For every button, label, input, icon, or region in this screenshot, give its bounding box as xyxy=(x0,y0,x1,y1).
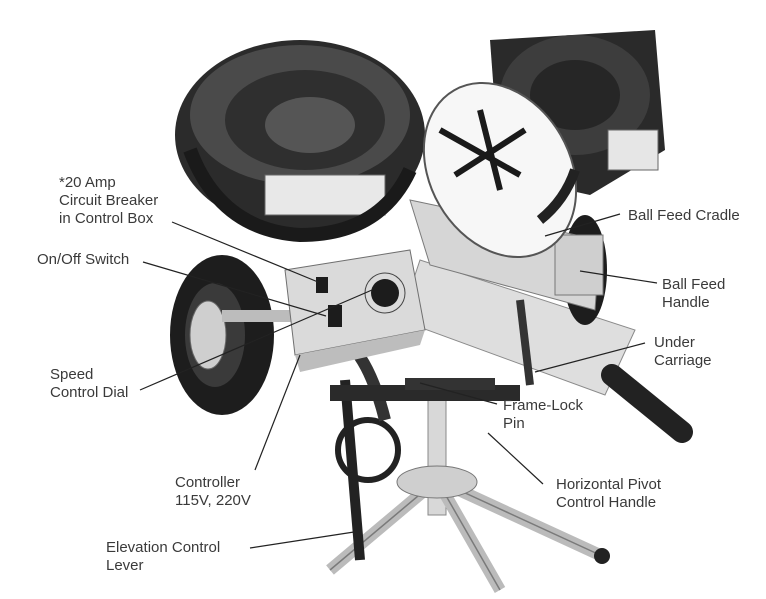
leader-lines xyxy=(139,213,658,549)
rugby-ball xyxy=(422,81,580,259)
ball-feed-handle-grip xyxy=(601,364,693,443)
leader-ball-feed-cradle xyxy=(544,213,621,237)
leader-on-off-switch xyxy=(142,261,327,317)
leader-elevation-lever xyxy=(249,531,355,549)
label-elevation-control-lever: Elevation Control Lever xyxy=(106,539,221,574)
left-wheel xyxy=(170,255,292,415)
tripod-stand xyxy=(326,394,610,593)
leader-ball-feed-handle xyxy=(579,270,658,284)
label-circuit-breaker: *20 Amp Circuit Breaker in Control Box xyxy=(59,174,159,227)
label-ball-feed-cradle: Ball Feed Cradle xyxy=(628,207,740,224)
leader-speed-control-dial xyxy=(139,289,373,391)
label-speed-control-dial: Speed Control Dial xyxy=(50,366,129,401)
label-on-off-switch: On/Off Switch xyxy=(37,251,130,268)
leader-horizontal-pivot xyxy=(487,432,544,485)
label-frame-lock-pin: Frame-Lock Pin xyxy=(503,397,584,432)
left-wheel-housing xyxy=(175,40,425,243)
label-under-carriage: Under Carriage xyxy=(654,334,712,369)
control-box xyxy=(284,249,426,372)
label-controller: Controller 115V, 220V xyxy=(175,474,251,509)
leader-circuit-breaker xyxy=(171,221,319,283)
leader-frame-lock-pin xyxy=(419,382,498,405)
label-horizontal-pivot-control-handle: Horizontal Pivot Control Handle xyxy=(556,476,662,511)
leader-controller xyxy=(254,354,301,471)
right-wheel-housing xyxy=(490,30,665,195)
label-ball-feed-handle: Ball Feed Handle xyxy=(662,276,726,311)
leader-under-carriage xyxy=(534,342,646,373)
